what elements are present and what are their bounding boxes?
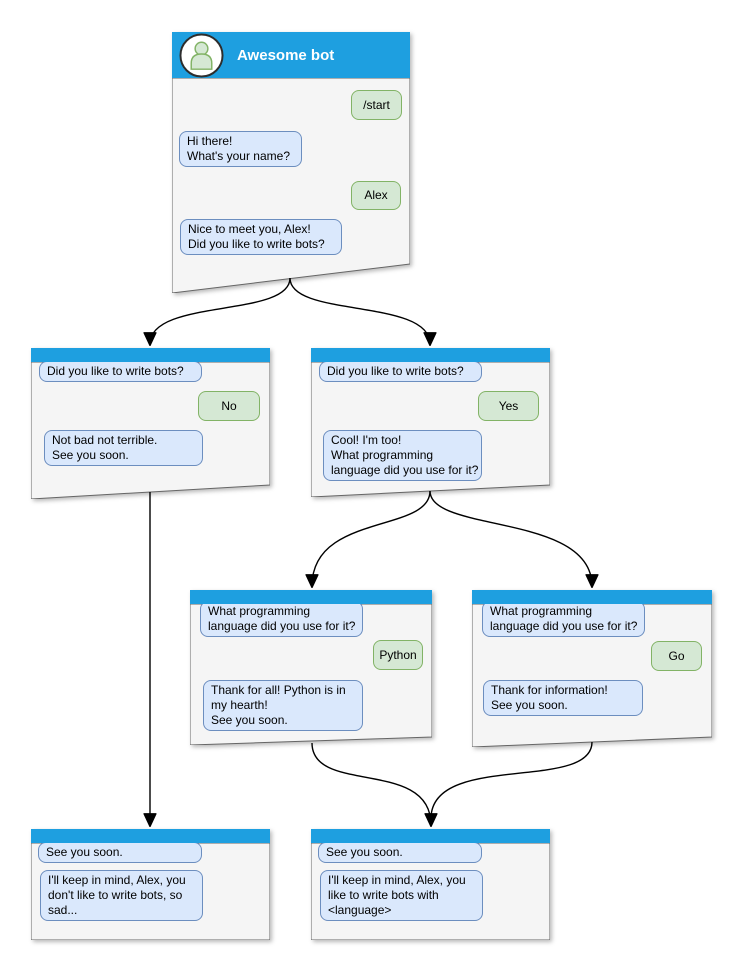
bot-message: Did you like to write bots?	[319, 361, 482, 382]
bot-message: Not bad not terrible. See you soon.	[44, 430, 203, 466]
arrow-python-to-bye	[311, 742, 438, 828]
bot-message: What programming language did you use fo…	[482, 601, 645, 637]
window-header	[31, 829, 270, 843]
user-message-go: Go	[651, 641, 702, 671]
bot-avatar-icon	[179, 32, 224, 78]
arrow-yes-to-go	[429, 490, 599, 589]
bot-message: I'll keep in mind, Alex, you like to wri…	[320, 870, 483, 921]
user-message-yes: Yes	[478, 391, 539, 421]
arrow-go-to-bye	[430, 741, 593, 819]
chat-window-no: Did you like to write bots? No Not bad n…	[31, 348, 270, 499]
bot-message: Thank for all! Python is in my hearth! S…	[203, 680, 363, 731]
bot-message: Nice to meet you, Alex! Did you like to …	[180, 219, 342, 255]
chat-window-bye-no: See you soon. I'll keep in mind, Alex, y…	[31, 829, 270, 940]
window-header	[190, 590, 432, 604]
bot-message: See you soon.	[38, 842, 202, 863]
window-header	[472, 590, 712, 604]
window-header	[311, 348, 550, 362]
bot-message: See you soon.	[318, 842, 482, 863]
chat-window-go: What programming language did you use fo…	[472, 590, 712, 747]
arrow-yes-to-python	[305, 490, 431, 589]
bot-message: Thank for information! See you soon.	[483, 680, 643, 716]
chat-window-bye-yes: See you soon. I'll keep in mind, Alex, y…	[311, 829, 550, 940]
window-header	[31, 348, 270, 362]
user-message-start: /start	[351, 90, 402, 120]
bot-message: Hi there! What's your name?	[179, 131, 302, 167]
bot-message: Did you like to write bots?	[39, 361, 202, 382]
window-header	[311, 829, 550, 843]
bot-message: Cool! I'm too! What programming language…	[323, 430, 482, 481]
user-message-no: No	[198, 391, 260, 421]
window-title: Awesome bot	[237, 46, 335, 64]
window-header: Awesome bot	[172, 32, 410, 78]
bot-message: What programming language did you use fo…	[200, 601, 363, 637]
chat-window-yes: Did you like to write bots? Yes Cool! I'…	[311, 348, 550, 497]
user-message-python: Python	[373, 640, 423, 670]
user-message-name: Alex	[351, 181, 401, 210]
bot-message: I'll keep in mind, Alex, you don't like …	[40, 870, 203, 921]
chat-window-python: What programming language did you use fo…	[190, 590, 432, 745]
chat-window-start: Awesome bot /start Hi there! What's your…	[172, 32, 410, 293]
